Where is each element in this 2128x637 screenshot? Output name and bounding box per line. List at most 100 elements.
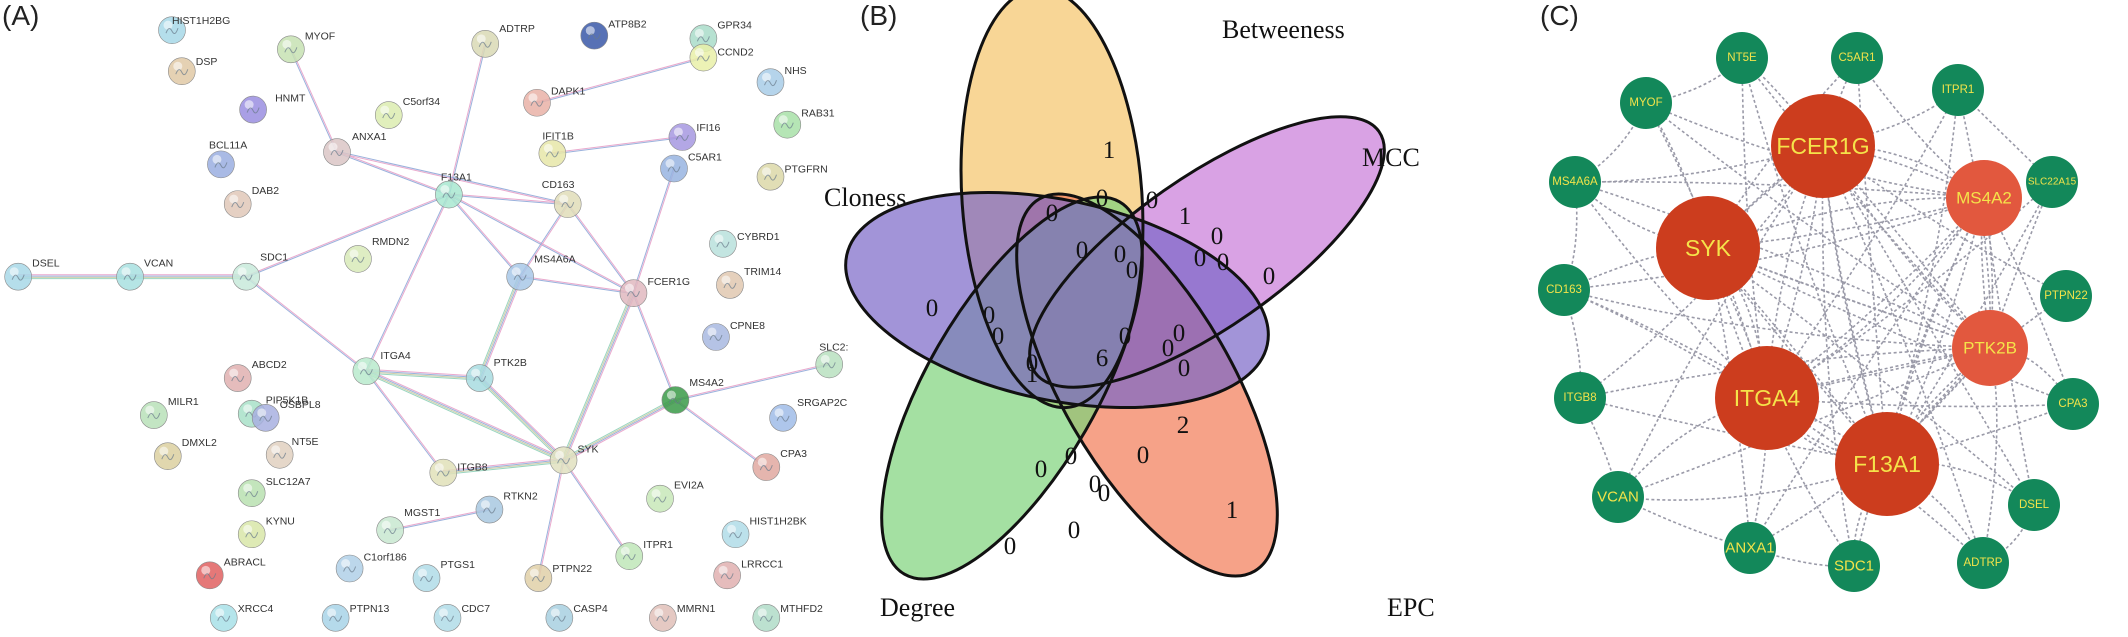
venn-count-region: 0 (1162, 335, 1175, 362)
node-itgb8[interactable]: ITGB8 (429, 458, 488, 487)
node-rmdn2[interactable]: RMDN2 (344, 236, 409, 273)
node-dmxl2[interactable]: DMXL2 (154, 437, 217, 470)
node-cdc7[interactable]: CDC7 (433, 603, 490, 632)
node-ptk2b[interactable]: PTK2B (465, 357, 527, 392)
hub-node-ms4a2[interactable]: MS4A2 (1946, 160, 2022, 236)
node-label: MGST1 (404, 507, 440, 519)
node-label: C5AR1 (688, 151, 722, 163)
node-slc12a7[interactable]: SLC12A7 (237, 476, 311, 507)
node-ms4a2[interactable]: MS4A2 (661, 377, 724, 414)
hub-node-label: ADTRP (1964, 557, 2003, 569)
node-label: DSEL (32, 258, 60, 270)
node-label: OSBPL8 (280, 399, 321, 411)
venn-outline-mcc (1028, 115, 1386, 389)
hub-node-cpa3[interactable]: CPA3 (2047, 378, 2099, 430)
hub-node-dsel[interactable]: DSEL (2008, 479, 2060, 531)
node-label: SRGAP2C (797, 397, 848, 409)
node-trim14[interactable]: TRIM14 (716, 266, 781, 299)
node-f13a1[interactable]: F13A1 (435, 172, 472, 209)
node-mmrn1[interactable]: MMRN1 (649, 603, 715, 632)
node-syk[interactable]: SYK (549, 443, 599, 475)
edge-ptk2b-myof (1645, 102, 1991, 349)
node-ifit1b[interactable]: IFIT1B (538, 130, 574, 168)
node-osbpl8[interactable]: OSBPL8 (251, 399, 321, 432)
node-c5orf34[interactable]: C5orf34 (374, 96, 440, 129)
node-ms4a6a[interactable]: MS4A6A (506, 254, 576, 291)
node-dab2[interactable]: DAB2 (223, 185, 279, 218)
node-fcer1g[interactable]: FCER1G (619, 276, 690, 307)
edge-ms4a2-cpa3 (674, 399, 767, 469)
node-mthfd2[interactable]: MTHFD2 (752, 603, 823, 632)
hub-node-f13a1[interactable]: F13A1 (1835, 412, 1939, 516)
hub-node-itpr1[interactable]: ITPR1 (1932, 64, 1984, 116)
node-ptpn13[interactable]: PTPN13 (321, 603, 389, 632)
node-dsp[interactable]: DSP (167, 56, 217, 86)
node-nhs[interactable]: NHS (756, 65, 807, 96)
node-ccnd2[interactable]: CCND2 (689, 43, 754, 72)
hub-node-syk[interactable]: SYK (1656, 196, 1760, 300)
hub-node-nt5e[interactable]: NT5E (1716, 32, 1768, 84)
node-label: IFI16 (696, 122, 720, 134)
hub-node-label: SLC22A15 (2028, 177, 2077, 188)
node-hist1h2bk[interactable]: HIST1H2BK (721, 515, 807, 549)
hub-node-fcer1g[interactable]: FCER1G (1771, 94, 1875, 198)
edge-f13a1-cd163 (1563, 289, 1888, 465)
node-c1orf186[interactable]: C1orf186 (335, 552, 407, 583)
node-atp8b2[interactable]: ATP8B2 (580, 19, 647, 50)
node-ifi16[interactable]: IFI16 (668, 122, 721, 151)
node-evi2a[interactable]: EVI2A (646, 480, 704, 513)
node-xrcc4[interactable]: XRCC4 (209, 603, 273, 632)
node-lrrcc1[interactable]: LRRCC1 (713, 558, 784, 590)
node-slc2[interactable]: SLC2: (815, 341, 849, 379)
node-milr1[interactable]: MILR1 (140, 396, 199, 429)
node-cpa3[interactable]: CPA3 (752, 448, 807, 481)
node-anxa1[interactable]: ANXA1 (323, 131, 387, 166)
node-bcl11a[interactable]: BCL11A (207, 139, 247, 179)
node-hist1h2bg[interactable]: HIST1H2BG (158, 15, 231, 44)
node-rtkn2[interactable]: RTKN2 (475, 491, 538, 524)
node-itga4[interactable]: ITGA4 (352, 350, 411, 386)
node-itpr1[interactable]: ITPR1 (615, 539, 673, 570)
hub-node-myof[interactable]: MYOF (1620, 77, 1672, 129)
edge-mgst1-rtkn2 (389, 508, 490, 532)
node-dapk1[interactable]: DAPK1 (523, 86, 586, 117)
node-label: RTKN2 (503, 491, 537, 503)
node-cpne8[interactable]: CPNE8 (702, 320, 765, 351)
hub-node-ptpn22[interactable]: PTPN22 (2040, 270, 2092, 322)
node-ptpn22[interactable]: PTPN22 (524, 563, 592, 592)
node-c5ar1[interactable]: C5AR1 (660, 151, 723, 183)
hub-node-slc22a15[interactable]: SLC22A15 (2026, 156, 2078, 208)
venn-count-region: 6 (1096, 345, 1109, 372)
node-dsel[interactable]: DSEL (4, 258, 60, 291)
node-adtrp[interactable]: ADTRP (471, 23, 535, 58)
hub-node-itgb8[interactable]: ITGB8 (1554, 372, 1606, 424)
node-abracl[interactable]: ABRACL (195, 556, 266, 590)
venn-count-region: 0 (1046, 200, 1059, 227)
node-ptgs1[interactable]: PTGS1 (412, 559, 476, 592)
node-srgap2c[interactable]: SRGAP2C (769, 397, 848, 432)
hub-node-adtrp[interactable]: ADTRP (1957, 537, 2009, 589)
node-casp4[interactable]: CASP4 (545, 603, 608, 632)
node-kynu[interactable]: KYNU (237, 515, 295, 549)
node-abcd2[interactable]: ABCD2 (223, 359, 287, 392)
hub-node-cd163[interactable]: CD163 (1538, 264, 1590, 316)
hub-node-anxa1[interactable]: ANXA1 (1724, 522, 1776, 574)
node-myof[interactable]: MYOF (277, 30, 335, 64)
hub-node-vcan[interactable]: VCAN (1592, 471, 1644, 523)
hub-node-ms4a6a[interactable]: MS4A6A (1549, 156, 1601, 208)
node-rab31[interactable]: RAB31 (773, 108, 835, 139)
node-cybrd1[interactable]: CYBRD1 (709, 230, 780, 258)
hub-node-sdc1[interactable]: SDC1 (1828, 540, 1880, 592)
node-nt5e[interactable]: NT5E (265, 436, 319, 469)
node-label: PTGS1 (441, 559, 476, 571)
node-sdc1[interactable]: SDC1 (232, 252, 289, 291)
node-vcan[interactable]: VCAN (116, 258, 174, 291)
hub-node-itga4[interactable]: ITGA4 (1715, 346, 1819, 450)
hub-node-c5ar1[interactable]: C5AR1 (1831, 32, 1883, 84)
node-cd163[interactable]: CD163 (542, 179, 582, 218)
node-hnmt[interactable]: HNMT (239, 93, 306, 124)
hub-node-ptk2b[interactable]: PTK2B (1952, 310, 2028, 386)
venn-count-region: 0 (1096, 185, 1109, 212)
node-mgst1[interactable]: MGST1 (376, 507, 441, 544)
node-ptgfrn[interactable]: PTGFRN (756, 162, 828, 191)
